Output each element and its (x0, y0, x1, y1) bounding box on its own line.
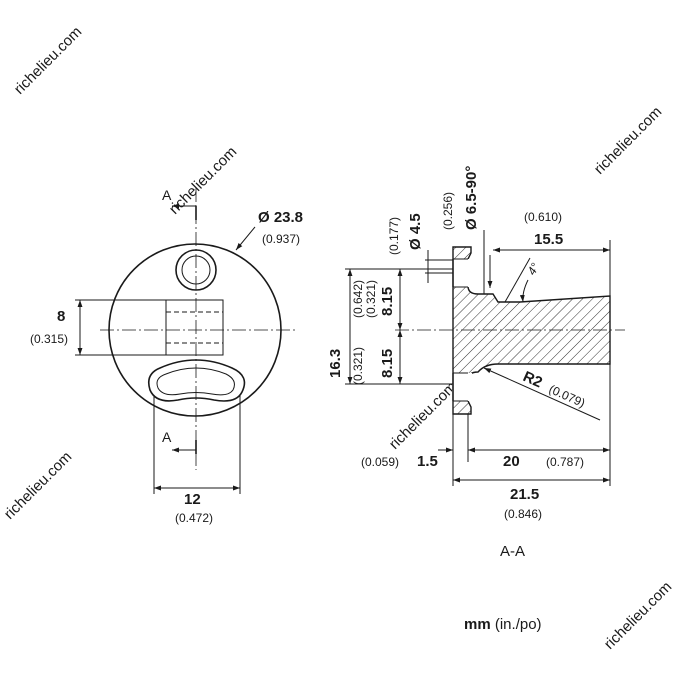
section-label-top: A (162, 187, 172, 203)
watermark-text: richelieu.com (1, 448, 76, 523)
watermark-text: richelieu.com (386, 378, 461, 453)
section-title: A-A (500, 543, 525, 560)
taper-ext (504, 257, 531, 303)
overall-length-mm: 21.5 (510, 486, 539, 503)
countersink-in: (0.256) (441, 192, 455, 230)
curved-slot-inner (156, 367, 235, 396)
curved-slot-outer (147, 359, 246, 402)
lower-half-in: (0.321) (351, 347, 365, 385)
countersink-mm: Ø 6.5-90° (463, 166, 480, 230)
upper-half-mm: 8.15 (379, 287, 396, 316)
taper-angle-arc (519, 279, 529, 303)
width-in: (0.472) (175, 511, 213, 525)
center-block (165, 299, 224, 356)
watermark-text: richelieu.com (591, 103, 666, 178)
radius-leader (483, 367, 601, 421)
units-secondary: (in./po) (494, 616, 542, 633)
hole-diam-mm: Ø 4.5 (407, 213, 424, 250)
total-height-in: (0.642) (351, 280, 365, 318)
units-legend: mm (in./po) (464, 616, 542, 633)
width-mm: 12 (184, 491, 201, 508)
flange-thickness-mm: 1.5 (417, 453, 438, 470)
hole-upper (452, 259, 472, 287)
diameter-in: (0.937) (262, 232, 300, 246)
hole-diam-in: (0.177) (387, 217, 401, 255)
shaft-length-in: (0.610) (524, 210, 562, 224)
slot-height-mm: 8 (57, 308, 65, 325)
overall-length-in: (0.846) (504, 507, 542, 521)
body-length-mm: 20 (503, 453, 520, 470)
flange-thickness-in: (0.059) (361, 455, 399, 469)
units-primary: mm (464, 616, 491, 633)
diameter-mm: Ø 23.8 (258, 209, 303, 226)
body-length-in: (0.787) (546, 455, 584, 469)
upper-half-in: (0.321) (364, 280, 378, 318)
watermark-text: richelieu.com (601, 578, 676, 653)
watermark-text: richelieu.com (11, 23, 86, 98)
watermark-text: richelieu.com (166, 143, 241, 218)
hole-lower (452, 373, 472, 401)
section-label-bottom: A (162, 429, 172, 445)
radius-in: (0.079) (547, 382, 587, 410)
slot-height-in: (0.315) (30, 332, 68, 346)
total-height-mm: 16.3 (327, 349, 344, 378)
section-view: (0.177) Ø 4.5 (0.256) Ø 6.5-90° (0.610) … (327, 166, 625, 560)
diameter-leader (235, 226, 256, 251)
radius-mm: R2 (520, 368, 544, 391)
front-view: A A Ø 23.8 (0.937) 8 (0.315) 12 (0.472) (30, 187, 303, 525)
shaft-length-mm: 15.5 (534, 231, 563, 248)
lower-half-mm: 8.15 (379, 349, 396, 378)
